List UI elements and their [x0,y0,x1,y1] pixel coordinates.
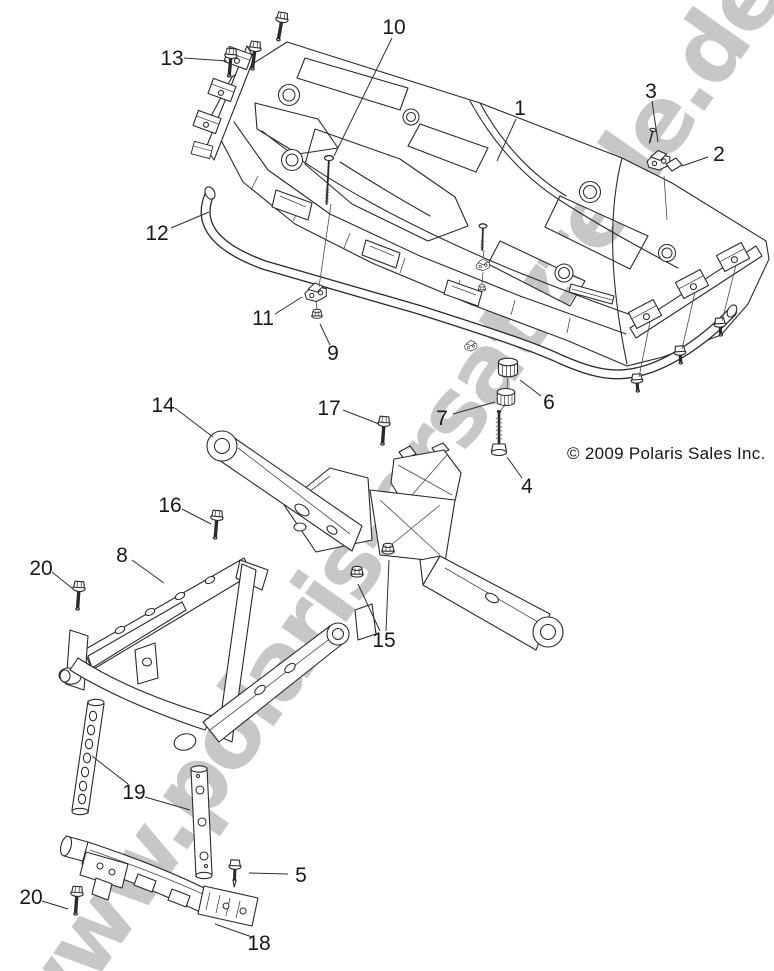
callout-20a: 20 [29,557,74,590]
bolt-4 [490,409,508,457]
screw-5 [226,858,243,889]
nut-9 [311,308,323,319]
part-bumper-tube [200,186,738,380]
callout-5: 5 [248,864,307,887]
callout-3: 3 [645,80,659,143]
svg-text:3: 3 [645,80,657,103]
svg-text:10: 10 [382,16,405,39]
part-support-arm-14 [206,430,363,552]
callout-4: 4 [506,456,533,498]
bushing-7 [496,387,516,407]
bolt-20a [69,579,88,613]
svg-text:1: 1 [514,97,526,120]
callout-20b: 20 [19,886,69,910]
callout-18: 18 [214,923,271,955]
callout-2: 2 [681,143,725,167]
callout-12: 12 [145,211,210,245]
part-rail-19-left [71,698,105,816]
callout-14: 14 [151,394,214,438]
callout-15: 15 [357,559,396,652]
callout-6: 6 [519,379,555,414]
screw-13a [270,9,291,44]
part-lower-bracket-18 [59,835,259,927]
svg-text:6: 6 [543,391,555,414]
svg-text:5: 5 [295,864,307,887]
part-rack-platform [209,41,770,367]
callout-8: 8 [116,544,165,584]
svg-text:15: 15 [372,629,395,652]
svg-text:7: 7 [436,407,448,430]
part-latch-clip [645,127,683,172]
callout-11: 11 [252,296,303,330]
svg-text:9: 9 [327,342,339,365]
svg-text:19: 19 [122,781,145,804]
callout-9: 9 [319,323,339,365]
bolt-right-1 [629,372,646,394]
nut-bumper [477,284,487,292]
callout-19: 19 [91,755,191,811]
part-frame-support-8 [58,557,350,751]
svg-text:20: 20 [19,886,42,909]
nut-15a [350,565,364,578]
alignment-lines [315,175,737,412]
callout-1: 1 [496,97,526,162]
bolt-20b [67,884,86,918]
svg-text:4: 4 [521,475,533,498]
svg-text:18: 18 [247,932,270,955]
bolt-17 [374,414,393,448]
callout-7: 7 [436,401,496,430]
part-rail-19-right [190,765,213,880]
callout-17: 17 [317,397,380,425]
part-mounting-rail-right [627,241,763,339]
latch-screw [648,127,657,144]
svg-text:2: 2 [713,143,725,166]
svg-text:13: 13 [160,47,183,70]
callout-10: 10 [333,16,406,157]
svg-text:11: 11 [252,307,274,330]
callouts: 1 2 3 4 5 6 7 8 9 10 11 12 13 14 15 16 1… [19,16,725,955]
svg-text:8: 8 [116,544,128,567]
svg-text:14: 14 [151,394,175,417]
svg-text:20: 20 [29,557,52,580]
nut-15b [381,542,395,555]
bolt-16 [207,508,226,542]
svg-text:12: 12 [145,222,168,245]
callout-16: 16 [158,494,212,525]
clip-tube [463,339,478,352]
callout-13: 13 [160,47,228,70]
svg-text:16: 16 [158,494,181,517]
bushing-6 [497,357,519,378]
copyright-text: © 2009 Polaris Sales Inc. [567,444,766,463]
svg-text:17: 17 [317,397,340,420]
